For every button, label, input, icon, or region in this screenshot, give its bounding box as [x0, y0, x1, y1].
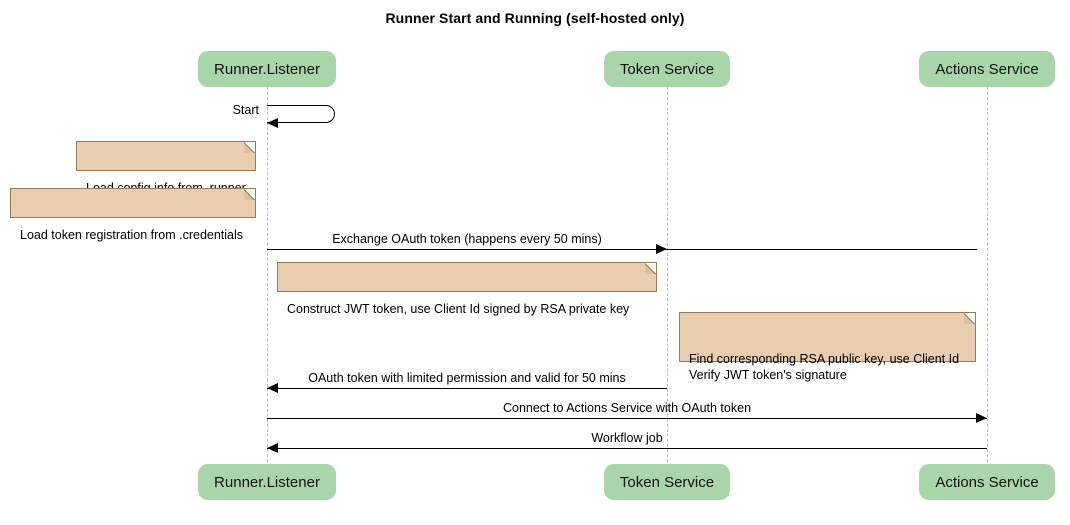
- message-connect-actions-service-label: Connect to Actions Service with OAuth to…: [502, 401, 752, 415]
- participant-token-top[interactable]: Token Service: [604, 51, 730, 87]
- participant-label: Actions Service: [935, 473, 1039, 491]
- message-workflow-job: [267, 448, 987, 449]
- participant-label: Token Service: [619, 60, 715, 78]
- note-load-config: Load config info from .runner: [76, 141, 256, 195]
- note-construct-jwt: Construct JWT token, use Client Id signe…: [277, 262, 657, 316]
- message-exchange-oauth-token: [267, 249, 977, 250]
- message-connect-actions-service: [267, 418, 987, 419]
- message-connect-actions-service-arrowhead: [976, 413, 987, 423]
- note-load-token-registration: Load token registration from .credential…: [10, 188, 256, 242]
- participant-actions-top[interactable]: Actions Service: [919, 51, 1055, 87]
- participant-label: Runner.Listener: [214, 473, 320, 491]
- note-text: Find corresponding RSA public key, use C…: [689, 352, 960, 382]
- note-verify-jwt: Find corresponding RSA public key, use C…: [679, 312, 976, 382]
- participant-label: Actions Service: [935, 60, 1039, 78]
- lifeline-actions: [987, 87, 988, 462]
- participant-runner-bottom[interactable]: Runner.Listener: [198, 464, 336, 500]
- participant-token-bottom[interactable]: Token Service: [604, 464, 730, 500]
- message-workflow-job-arrowhead: [267, 443, 278, 453]
- lifeline-runner: [267, 87, 268, 462]
- message-workflow-job-label: Workflow job: [591, 431, 663, 445]
- message-oauth-token-response-label: OAuth token with limited permission and …: [308, 371, 626, 385]
- note-fold-corner: [964, 312, 976, 324]
- self-message-start-loop: [267, 105, 335, 123]
- message-exchange-oauth-token-arrowhead: [656, 244, 667, 254]
- participant-label: Token Service: [619, 473, 715, 491]
- self-message-start-arrowhead: [267, 118, 278, 128]
- note-fold-corner: [645, 262, 657, 274]
- self-message-start-label: Start: [232, 103, 259, 117]
- participant-label: Runner.Listener: [214, 60, 320, 78]
- participant-actions-bottom[interactable]: Actions Service: [919, 464, 1055, 500]
- note-fold-corner: [244, 141, 256, 153]
- message-oauth-token-response: [267, 388, 667, 389]
- lifeline-token: [667, 87, 668, 462]
- message-exchange-oauth-token-label: Exchange OAuth token (happens every 50 m…: [332, 232, 602, 246]
- note-fold-corner: [244, 188, 256, 200]
- note-text: Load token registration from .credential…: [20, 228, 244, 242]
- diagram-title: Runner Start and Running (self-hosted on…: [385, 10, 685, 26]
- message-oauth-token-response-arrowhead: [267, 383, 278, 393]
- note-text: Construct JWT token, use Client Id signe…: [287, 302, 630, 316]
- participant-runner-top[interactable]: Runner.Listener: [198, 51, 336, 87]
